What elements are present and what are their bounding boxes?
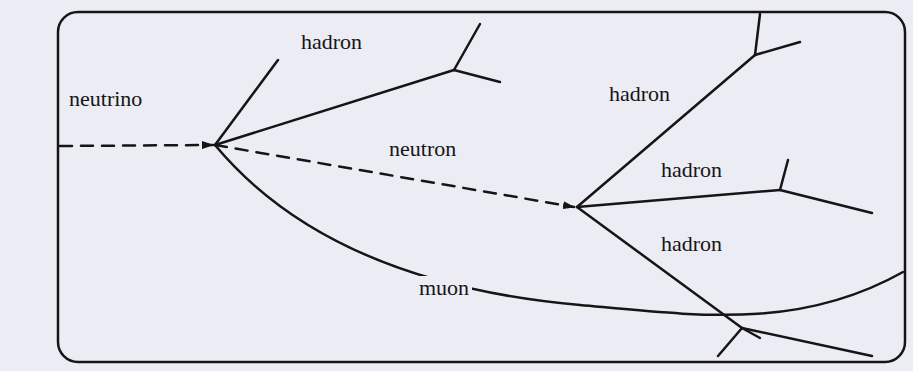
hadron-track <box>755 14 760 55</box>
track-label: hadron <box>606 82 673 106</box>
hadron-track <box>577 55 755 207</box>
track-label: neutron <box>386 137 459 161</box>
neutrino-track <box>60 145 213 146</box>
hadron-track <box>742 328 872 356</box>
hadron-track <box>718 328 742 356</box>
hadron-track <box>780 190 872 213</box>
track-label: muon <box>416 276 472 300</box>
hadron-track <box>454 24 480 70</box>
hadron-track <box>742 328 760 338</box>
hadron-track <box>577 207 742 328</box>
track-label: hadron <box>298 30 365 54</box>
track-label: hadron <box>658 158 725 182</box>
hadron-track <box>454 70 500 82</box>
hadron-track <box>577 190 780 207</box>
muon-track <box>215 145 903 315</box>
detector-frame <box>58 12 905 362</box>
track-label: neutrino <box>66 87 145 111</box>
hadron-track <box>215 60 278 145</box>
hadron-track <box>215 70 454 145</box>
track-label: hadron <box>658 232 725 256</box>
hadron-track <box>780 160 788 190</box>
hadron-track <box>755 42 800 55</box>
